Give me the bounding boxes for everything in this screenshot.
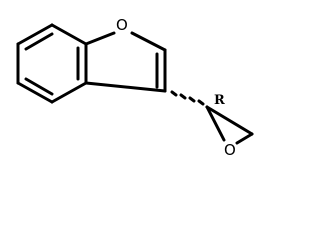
- double-bond-benzene-bottom: [24, 77, 54, 96]
- furan-oxygen-label: O: [116, 16, 128, 34]
- bond-c7a-o: [84, 31, 116, 46]
- bond-epoxide-c2-o: [235, 132, 254, 145]
- bond-benzene-6: [50, 23, 88, 46]
- epoxide-ring: [205, 105, 254, 145]
- benzene-ring: [16, 23, 88, 104]
- bond-o-c2: [130, 31, 167, 52]
- benzofuran-epoxide-structure: O O R: [16, 16, 254, 159]
- bond-c3-c3a: [84, 81, 167, 93]
- double-bond-benzene-top: [24, 32, 54, 51]
- hashed-bond-4: [197, 99, 205, 106]
- stereo-bond: [170, 90, 205, 106]
- epoxide-oxygen-label: O: [224, 141, 236, 159]
- bond-benzene-4: [50, 81, 88, 104]
- hashed-bond-3: [188, 96, 196, 103]
- bond-epoxide-c1-o: [205, 105, 226, 142]
- stereo-descriptor-label: R: [214, 93, 225, 108]
- furan-ring: [84, 31, 167, 93]
- hashed-bond-2: [179, 93, 187, 100]
- bond-benzene-1: [16, 23, 54, 46]
- bond-benzene-3: [16, 81, 54, 104]
- bond-epoxide-c-c: [205, 105, 254, 136]
- hashed-bond-1: [170, 90, 178, 97]
